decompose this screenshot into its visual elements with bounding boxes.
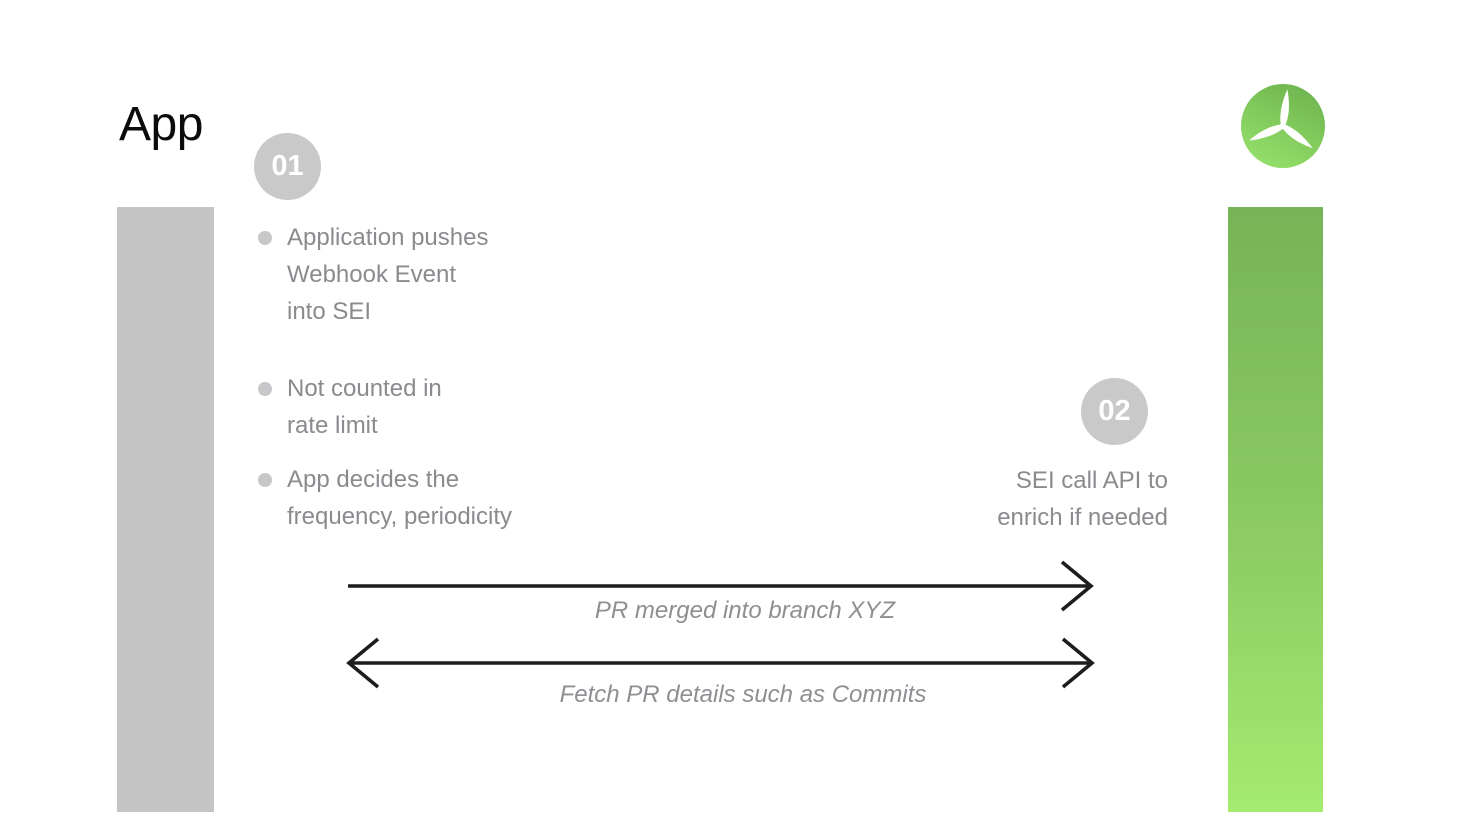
page-title: App xyxy=(119,98,203,151)
bullet-icon xyxy=(258,473,272,487)
arrow-label: Fetch PR details such as Commits xyxy=(559,681,927,708)
list-item-text: Application pushes Webhook Event into SE… xyxy=(287,224,489,325)
list-item: App decides the frequency, periodicity xyxy=(258,461,512,535)
list-item-text: Not counted in rate limit xyxy=(287,375,442,439)
list-item-text: SEI call API to enrich if needed xyxy=(997,467,1168,531)
list-item: Not counted in rate limit xyxy=(258,370,442,444)
list-item-text: App decides the frequency, periodicity xyxy=(287,466,512,530)
app-lane-bar xyxy=(117,207,214,812)
list-item: Application pushes Webhook Event into SE… xyxy=(258,219,488,330)
list-item: SEI call API to enrich if needed xyxy=(997,462,1183,536)
step-badge-01: 01 xyxy=(254,133,321,200)
sei-lane-bar xyxy=(1228,207,1323,812)
bullet-icon xyxy=(258,382,272,396)
step-badge-02: 02 xyxy=(1081,378,1148,445)
bullet-icon xyxy=(258,231,272,245)
arrow-label: PR merged into branch XYZ xyxy=(594,597,896,624)
propeller-logo-icon xyxy=(1241,84,1325,168)
